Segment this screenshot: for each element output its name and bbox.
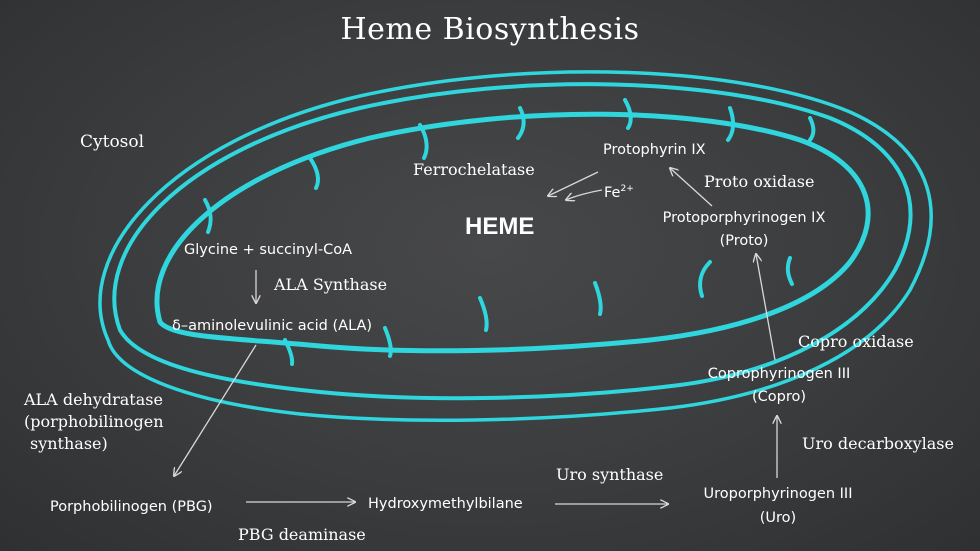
arrow-fe-to-heme [566,189,603,200]
glycine-succinyl-coa: Glycine + succinyl-CoA [184,242,352,258]
protoporphyrin-ix: Protophyrin IX [603,142,706,158]
cytosol-label: Cytosol [80,132,145,152]
cristae [203,98,816,366]
copro-name: Coprophyrinogen III [707,366,851,382]
inner-membrane [154,111,871,354]
enzyme-uro-decarboxylase: Uro decarboxylase [802,434,954,453]
iron-ion: Fe2+ [604,184,634,201]
enzyme-ala-dehydratase-line2: (porphobilinogen [24,412,164,431]
iron-charge: 2+ [620,184,634,194]
copro-abbr: (Copro) [751,389,807,405]
heme-label: HEME [465,213,535,240]
proto-name: Protoporphyrinogen IX [662,210,826,226]
pathway-arrows [174,168,777,504]
enzyme-uro-synthase: Uro synthase [556,465,664,484]
ala-molecule: δ–aminolevulinic acid (ALA) [172,318,373,334]
arrow-proto-to-protoix [670,168,713,207]
enzyme-copro-oxidase: Copro oxidase [798,332,914,351]
arrow-ala-to-pbg [174,344,257,476]
iron-symbol: Fe [604,184,621,201]
enzyme-ala-synthase: ALA Synthase [274,275,388,294]
enzyme-proto-oxidase: Proto oxidase [704,172,815,191]
arrow-copro-to-proto [756,254,776,361]
enzyme-pbg-deaminase: PBG deaminase [238,525,366,544]
enzyme-ala-dehydratase-line1: ALA dehydratase [24,390,163,409]
uro-name: Uroporphyrinogen III [703,486,853,502]
outer-membrane-2 [98,70,933,422]
hmb-molecule: Hydroxymethylbilane [368,496,523,512]
pbg-molecule: Porphobilinogen (PBG) [50,499,213,515]
enzyme-ferrochelatase: Ferrochelatase [413,160,535,179]
arrow-protoix-to-heme [548,171,599,196]
outer-membrane [112,82,913,401]
uro-abbr: (Uro) [759,510,797,526]
page-title: Heme Biosynthesis [340,12,640,47]
proto-abbr: (Proto) [719,233,769,249]
enzyme-ala-dehydratase-line3: synthase) [30,434,108,453]
